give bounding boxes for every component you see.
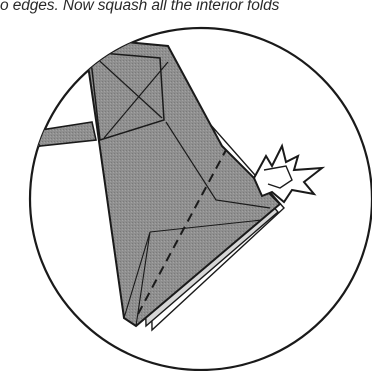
squash-fold-diagram [0, 0, 372, 371]
